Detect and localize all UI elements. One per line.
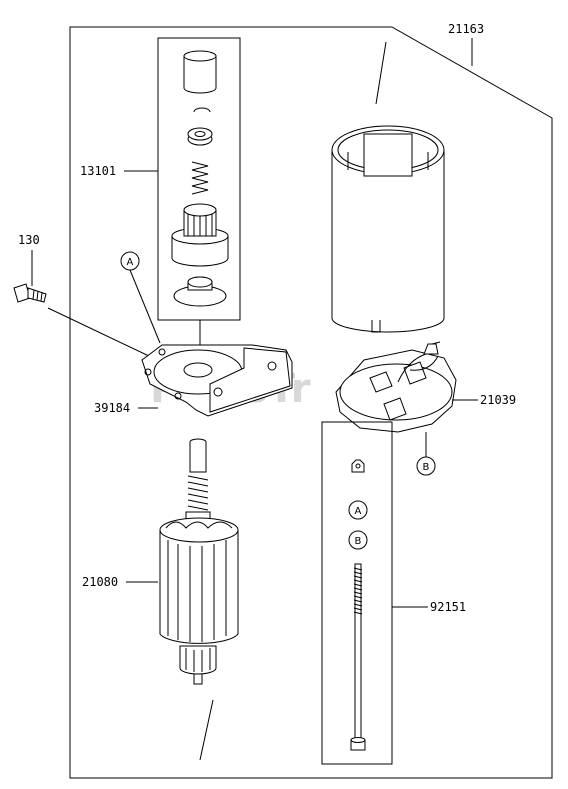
drive-spring — [191, 161, 209, 195]
drive-cap — [183, 50, 217, 94]
label-92151[interactable]: 92151 — [430, 600, 466, 614]
callout-b-lower-circle — [348, 530, 368, 550]
callout-a-upper[interactable]: A — [127, 257, 134, 268]
housing-assembly-arrow — [375, 41, 387, 105]
bolt-130 — [13, 283, 47, 303]
drive-kit-box — [157, 37, 241, 321]
stop-collar — [187, 127, 213, 146]
snap-ring — [193, 107, 211, 113]
callout-a-lower-circle — [348, 500, 368, 520]
callout-a-upper-leader — [129, 269, 161, 344]
label-130[interactable]: 130 — [18, 233, 40, 247]
label-21039[interactable]: 21039 — [480, 393, 516, 407]
field-housing — [331, 125, 445, 333]
label-13101[interactable]: 13101 — [80, 164, 116, 178]
through-bolt-box — [321, 421, 393, 765]
through-bolt — [350, 563, 366, 751]
callout-a-lower[interactable]: A — [355, 506, 362, 517]
label-21080[interactable]: 21080 — [82, 575, 118, 589]
armature — [159, 438, 239, 685]
callout-b-lower[interactable]: B — [355, 536, 362, 547]
drive-hub — [173, 276, 227, 307]
callout-b-upper[interactable]: B — [423, 462, 430, 473]
label-39184[interactable]: 39184 — [94, 401, 130, 415]
pinion-gear — [171, 203, 229, 267]
through-bolt-nut — [351, 459, 365, 473]
mounting-bracket — [141, 344, 293, 417]
label-21163[interactable]: 21163 — [448, 22, 484, 36]
brush-plate — [335, 341, 457, 433]
diagram-frame — [69, 26, 553, 779]
armature-assembly-arrow — [199, 699, 214, 761]
